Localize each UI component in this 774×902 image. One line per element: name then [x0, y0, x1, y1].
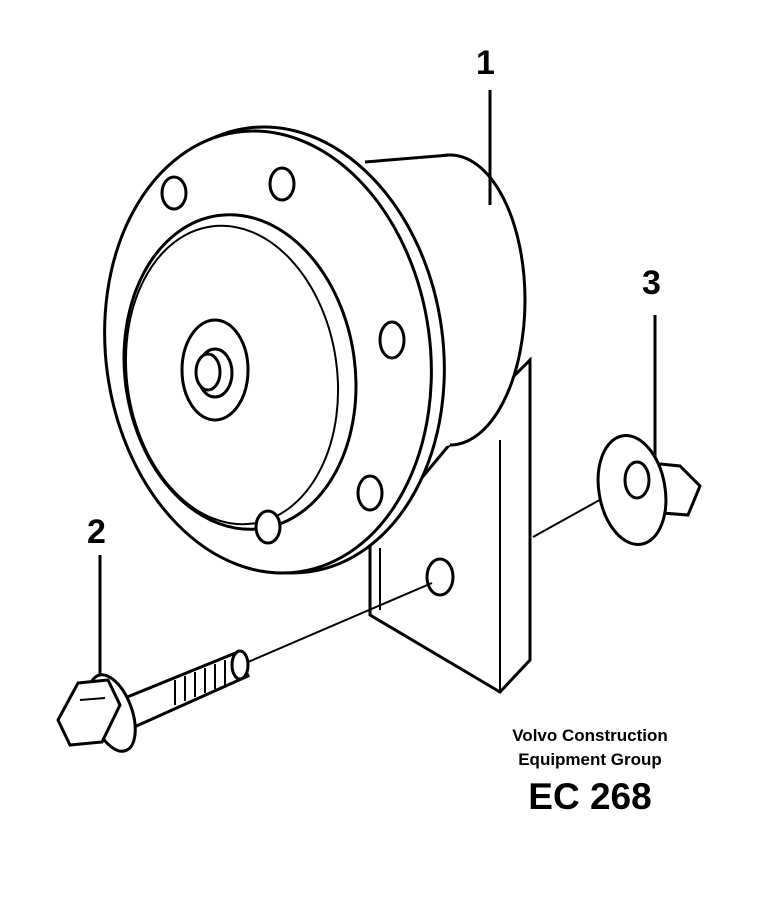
- flange-hole: [356, 474, 384, 512]
- credit-line-2: Equipment Group: [518, 750, 662, 769]
- model-code: EC 268: [528, 776, 652, 817]
- flange-hole: [378, 320, 406, 360]
- callout-1: 1: [476, 44, 495, 82]
- shaft-end: [194, 352, 222, 392]
- flange-hole: [268, 166, 296, 202]
- flange-hole: [254, 509, 282, 545]
- flange-nut: [596, 434, 702, 546]
- publisher-credit: Volvo Construction Equipment Group: [480, 724, 700, 772]
- flange-bolt: [56, 649, 250, 753]
- callout-2: 2: [87, 513, 106, 551]
- housing-top-edge: [364, 153, 451, 164]
- assembly-line-bolt: [247, 582, 433, 663]
- flange-hole: [160, 175, 188, 211]
- callout-3: 3: [642, 264, 661, 302]
- bracket-hole: [425, 557, 455, 597]
- credit-line-1: Volvo Construction: [512, 726, 668, 745]
